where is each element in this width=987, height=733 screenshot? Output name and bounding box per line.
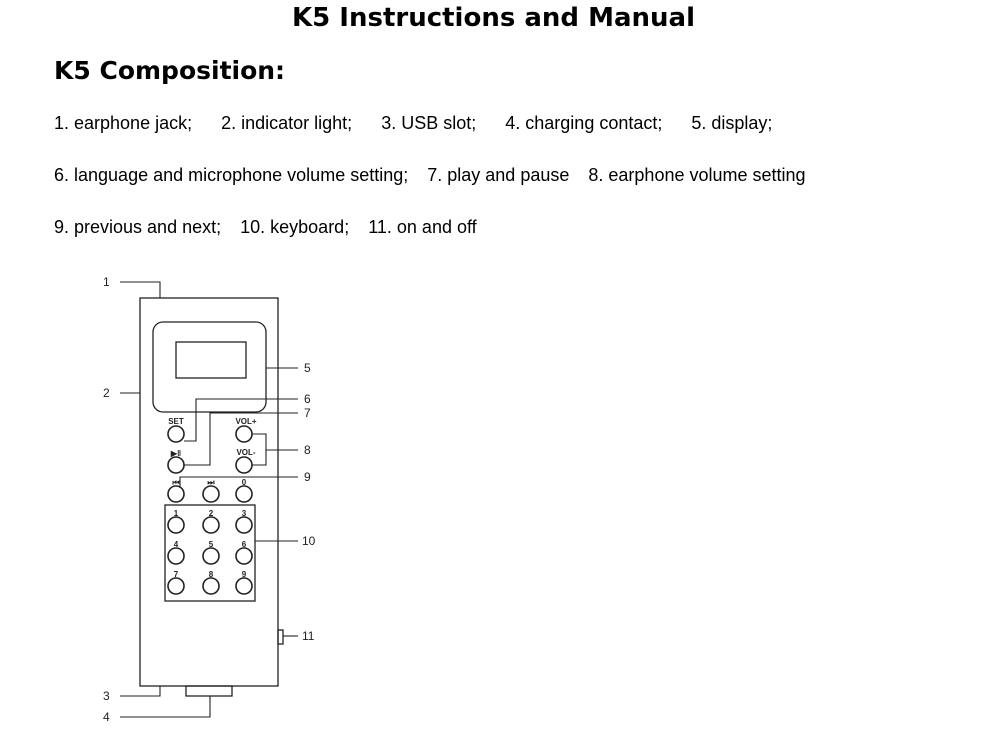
leader-6 (184, 398, 298, 442)
leader-7 (184, 412, 298, 466)
item-keyboard: 10. keyboard; (240, 217, 350, 237)
display-screen (175, 341, 247, 379)
item-usb-slot: 3. USB slot; (381, 113, 477, 133)
key-1-label: 1 (174, 509, 179, 518)
key-7-label: 7 (174, 570, 179, 579)
key-8 (202, 577, 220, 595)
callout-7: 7 (304, 406, 311, 420)
key-0-label: 0 (242, 478, 247, 487)
next-label: ⏭ (207, 478, 215, 487)
vol-down-label: VOL- (236, 448, 255, 457)
item-indicator-light: 2. indicator light; (221, 113, 353, 133)
item-language-mic-volume: 6. language and microphone volume settin… (54, 165, 409, 185)
item-display: 5. display; (691, 113, 773, 133)
next-button (202, 485, 220, 503)
key-3-label: 3 (242, 509, 247, 518)
page-title: K5 Instructions and Manual (292, 3, 695, 33)
power-switch (277, 629, 284, 645)
item-play-pause: 7. play and pause (427, 165, 570, 185)
keypad-frame (164, 504, 256, 602)
key-5 (202, 547, 220, 565)
item-earphone-jack: 1. earphone jack; (54, 113, 193, 133)
play-pause-button (167, 456, 185, 474)
key-2-label: 2 (209, 509, 214, 518)
key-5-label: 5 (209, 540, 214, 549)
composition-line-3: 9. previous and next; 10. keyboard; 11. … (54, 215, 491, 239)
set-button (167, 425, 185, 443)
key-1 (167, 516, 185, 534)
key-6 (235, 547, 253, 565)
leader-4 (120, 696, 211, 718)
key-4-label: 4 (174, 540, 179, 549)
callout-5: 5 (304, 361, 311, 375)
callout-2: 2 (103, 386, 110, 400)
callout-1: 1 (103, 275, 110, 289)
callout-3: 3 (103, 689, 110, 703)
vol-down-button (235, 456, 253, 474)
key-9-label: 9 (242, 570, 247, 579)
vol-up-button (235, 425, 253, 443)
key-3 (235, 516, 253, 534)
callout-9: 9 (304, 470, 311, 484)
key-7 (167, 577, 185, 595)
item-earphone-volume: 8. earphone volume setting (588, 165, 806, 185)
callout-6: 6 (304, 392, 311, 406)
composition-line-1: 1. earphone jack; 2. indicator light; 3.… (54, 111, 796, 135)
item-previous-next: 9. previous and next; (54, 217, 222, 237)
callout-4: 4 (103, 710, 110, 724)
callout-8: 8 (304, 443, 311, 457)
key-0 (235, 485, 253, 503)
key-6-label: 6 (242, 540, 247, 549)
key-9 (235, 577, 253, 595)
leader-9 (179, 476, 298, 488)
item-charging-contact: 4. charging contact; (505, 113, 663, 133)
composition-line-2: 6. language and microphone volume settin… (54, 163, 820, 187)
play-pause-label: ▶‖ (170, 449, 181, 458)
set-label: SET (168, 417, 184, 426)
callout-10: 10 (302, 534, 316, 548)
composition-heading: K5 Composition: (54, 56, 286, 85)
key-4 (167, 547, 185, 565)
display-frame (152, 321, 267, 413)
vol-up-label: VOL+ (235, 417, 256, 426)
callout-11: 11 (302, 629, 315, 643)
prev-button (167, 485, 185, 503)
prev-label: ⏮ (172, 478, 179, 487)
leader-1 (120, 281, 161, 298)
leader-3 (120, 686, 161, 697)
key-2 (202, 516, 220, 534)
key-8-label: 8 (209, 570, 214, 579)
item-on-off: 11. on and off (368, 217, 477, 237)
usb-slot (185, 685, 233, 697)
